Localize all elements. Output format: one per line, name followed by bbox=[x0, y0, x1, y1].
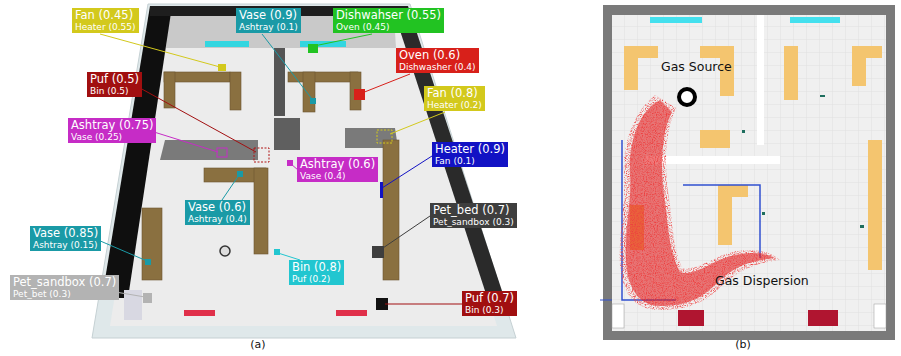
callout-box: Pet_bed (0.7)Pet_sandbox (0.3) bbox=[430, 203, 517, 228]
alt-probability: Pet_bet (0.3) bbox=[13, 289, 116, 299]
callout-box: Ashtray (0.6)Vase (0.4) bbox=[297, 157, 378, 182]
callout-box: Fan (0.8)Heater (0.2) bbox=[424, 86, 485, 111]
callout-box: Vase (0.6)Ashtray (0.4) bbox=[185, 200, 250, 225]
panel-label: (a) bbox=[250, 338, 265, 351]
alt-probability: Puf (0.2) bbox=[292, 274, 341, 284]
alt-probability: Vase (0.25) bbox=[71, 132, 153, 142]
callout-box: Heater (0.9)Fan (0.1) bbox=[432, 142, 508, 167]
alt-probability: Ashtray (0.1) bbox=[239, 22, 298, 32]
class-probability: Vase (0.9) bbox=[239, 9, 298, 22]
class-probability: Pet_sandbox (0.7) bbox=[13, 276, 116, 289]
class-probability: Ashtray (0.6) bbox=[300, 158, 375, 171]
panel-label: (b) bbox=[735, 338, 751, 351]
class-probability: Heater (0.9) bbox=[435, 143, 505, 156]
callout-box: Pet_sandbox (0.7)Pet_bet (0.3) bbox=[10, 275, 119, 300]
class-probability: Pet_bed (0.7) bbox=[433, 204, 514, 217]
class-probability: Puf (0.5) bbox=[90, 73, 139, 86]
map-annotation: Gas Dispersion bbox=[715, 273, 809, 288]
class-probability: Bin (0.8) bbox=[292, 261, 341, 274]
class-probability: Fan (0.45) bbox=[75, 9, 136, 22]
alt-probability: Dishwasher (0.4) bbox=[399, 62, 476, 72]
alt-probability: Oven (0.45) bbox=[336, 22, 441, 32]
callout-box: Bin (0.8)Puf (0.2) bbox=[289, 260, 344, 285]
alt-probability: Vase (0.4) bbox=[300, 171, 375, 181]
class-probability: Vase (0.85) bbox=[33, 227, 98, 240]
alt-probability: Ashtray (0.4) bbox=[188, 214, 247, 224]
alt-probability: Pet_sandbox (0.3) bbox=[433, 217, 514, 227]
callout-box: Fan (0.45)Heater (0.55) bbox=[72, 8, 139, 33]
callout-box: Ashtray (0.75)Vase (0.25) bbox=[68, 118, 156, 143]
alt-probability: Bin (0.3) bbox=[465, 305, 514, 315]
class-probability: Oven (0.6) bbox=[399, 49, 476, 62]
alt-probability: Heater (0.55) bbox=[75, 22, 136, 32]
map-annotation: Gas Source bbox=[661, 59, 732, 74]
callout-box: Puf (0.5)Bin (0.5) bbox=[87, 72, 142, 97]
callout-box: Puf (0.7)Bin (0.3) bbox=[462, 291, 517, 316]
class-probability: Dishwahser (0.55) bbox=[336, 9, 441, 22]
class-probability: Ashtray (0.75) bbox=[71, 119, 153, 132]
callout-box: Vase (0.9)Ashtray (0.1) bbox=[236, 8, 301, 33]
callout-box: Oven (0.6)Dishwasher (0.4) bbox=[396, 48, 479, 73]
callout-box: Vase (0.85)Ashtray (0.15) bbox=[30, 226, 101, 251]
callout-box: Dishwahser (0.55)Oven (0.45) bbox=[333, 8, 444, 33]
class-probability: Puf (0.7) bbox=[465, 292, 514, 305]
alt-probability: Bin (0.5) bbox=[90, 86, 139, 96]
alt-probability: Fan (0.1) bbox=[435, 156, 505, 166]
alt-probability: Heater (0.2) bbox=[427, 100, 482, 110]
class-probability: Fan (0.8) bbox=[427, 87, 482, 100]
alt-probability: Ashtray (0.15) bbox=[33, 240, 98, 250]
class-probability: Vase (0.6) bbox=[188, 201, 247, 214]
